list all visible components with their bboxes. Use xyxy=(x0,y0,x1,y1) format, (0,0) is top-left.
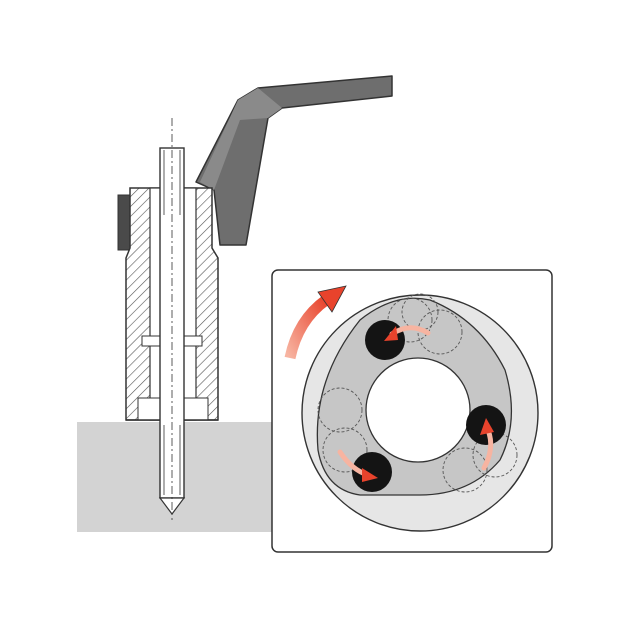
ghost-balls xyxy=(317,293,518,493)
curved-arrow-icon xyxy=(284,295,330,360)
bolt-shaft xyxy=(158,118,186,520)
lever-handle xyxy=(117,75,393,251)
center-bore xyxy=(365,357,471,463)
detail-view-panel xyxy=(271,269,553,553)
